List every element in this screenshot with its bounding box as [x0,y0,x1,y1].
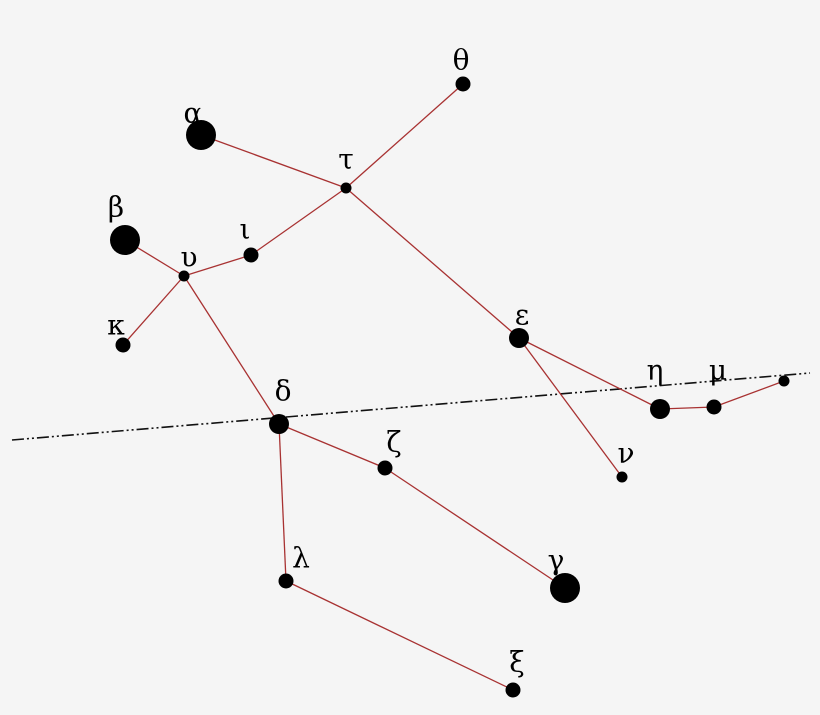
star-labels: α β γ δ ε ζ η θ ι κ λ μ ν ξ τ υ [107,44,727,679]
star-label-zeta: ζ [386,426,401,459]
star-gamma [550,573,580,603]
star-iota [243,247,259,263]
star-label-nu: ν [617,437,634,470]
line-tau-iota [250,187,347,256]
star-mu [706,399,722,415]
line-epsilon-eta [518,337,661,410]
star-tau [340,182,352,194]
star-label-lambda: λ [292,542,310,575]
line-iota-upsilon [183,254,252,277]
ecliptic-line [11,372,811,441]
star-label-alpha: α [184,97,203,130]
line-lambda-xi [285,580,514,691]
constellation-lines [122,83,785,691]
star-upsilon [178,270,190,282]
star-label-epsilon: ε [515,299,530,332]
line-zeta-gamma [384,467,566,589]
line-tau-theta [345,83,464,189]
star-label-xi: ξ [509,646,524,679]
star-label-delta: δ [275,375,292,408]
star-alpha [186,120,216,150]
star-lambda [278,573,294,589]
line-delta-lambda [278,423,287,582]
star-nu [616,471,628,483]
star-label-iota: ι [240,213,251,246]
line-alpha-tau [200,134,347,189]
star-label-theta: θ [453,44,470,77]
star-label-eta: η [647,354,664,387]
star-label-upsilon: υ [180,241,197,274]
star-unlabeled-east [778,375,790,387]
line-delta-zeta [278,423,386,469]
star-label-beta: β [108,191,124,224]
star-label-kappa: κ [107,309,125,342]
line-upsilon-kappa [122,275,185,346]
star-delta [269,414,289,434]
star-theta [455,76,471,92]
star-xi [505,682,521,698]
line-upsilon-delta [183,275,280,425]
line-epsilon-nu [518,337,623,478]
star-eta [650,399,670,419]
star-zeta [377,460,393,476]
star-beta [110,225,140,255]
star-label-gamma: γ [548,544,565,577]
line-tau-epsilon [345,187,520,339]
star-epsilon [509,328,529,348]
stars [110,76,790,698]
star-label-tau: τ [338,143,354,176]
star-label-mu: μ [709,354,727,387]
line-mu-unlabeled-east [713,380,785,408]
star-kappa [115,337,131,353]
